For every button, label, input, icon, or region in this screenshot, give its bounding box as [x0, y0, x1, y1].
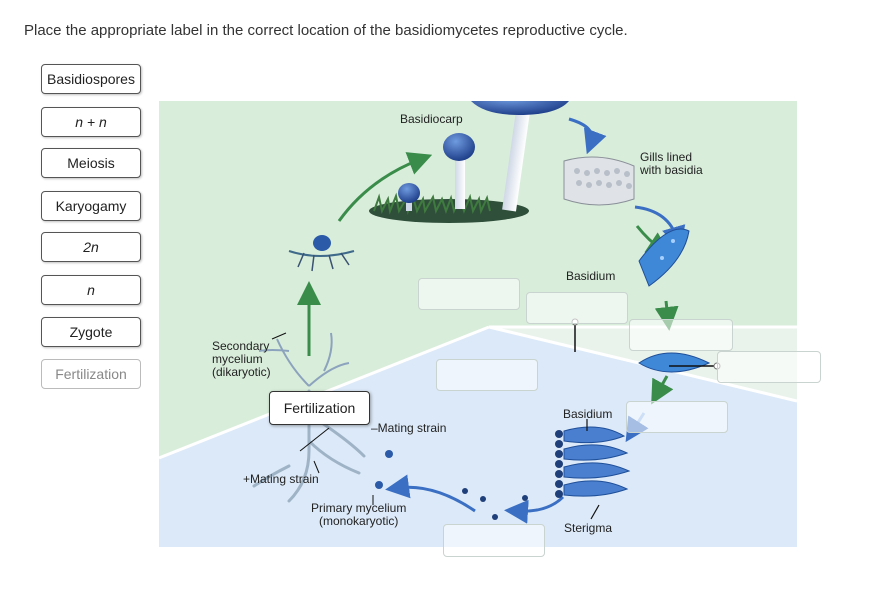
minus-mating-strain-label: –Mating strain	[371, 421, 447, 435]
primary-mycelium-line1: Primary mycelium	[311, 501, 407, 515]
drop-zone-1[interactable]	[418, 278, 520, 310]
drop-zone-2[interactable]	[526, 292, 628, 324]
instruction-text: Place the appropriate label in the corre…	[24, 22, 628, 39]
secondary-mycelium-line1: Secondary	[212, 339, 270, 353]
label-fertilization-used[interactable]: Fertilization	[41, 359, 141, 389]
label-2n[interactable]: 2n	[41, 232, 141, 262]
drop-zone-5[interactable]	[436, 359, 538, 391]
label-basidiospores[interactable]: Basidiospores	[41, 64, 141, 94]
secondary-mycelium-line3: (dikaryotic)	[212, 365, 271, 379]
basidium-upper-label: Basidium	[566, 269, 616, 283]
haploid-region	[159, 327, 797, 547]
drop-zone-3[interactable]	[629, 319, 733, 351]
drop-zone-6[interactable]	[626, 401, 728, 433]
label-karyogamy[interactable]: Karyogamy	[41, 191, 141, 221]
basidium-lower-label: Basidium	[563, 407, 613, 421]
placed-label-fertilization[interactable]: Fertilization	[269, 391, 370, 425]
label-n[interactable]: n	[41, 275, 141, 305]
basidiocarp-label: Basidiocarp	[400, 112, 463, 126]
primary-mycelium-line2: (monokaryotic)	[319, 514, 399, 528]
drop-zone-4[interactable]	[717, 351, 821, 383]
plus-mating-strain-label: +Mating strain	[243, 472, 319, 486]
gills-label-line1: Gills lined	[640, 150, 693, 164]
sterigma-label: Sterigma	[564, 521, 613, 535]
label-meiosis[interactable]: Meiosis	[41, 148, 141, 178]
label-n-plus-n[interactable]: n + n	[41, 107, 141, 137]
secondary-mycelium-line2: mycelium	[212, 352, 263, 366]
gills-label-line2: with basidia	[640, 163, 703, 177]
label-zygote[interactable]: Zygote	[41, 317, 141, 347]
drop-zone-7[interactable]	[443, 524, 545, 557]
